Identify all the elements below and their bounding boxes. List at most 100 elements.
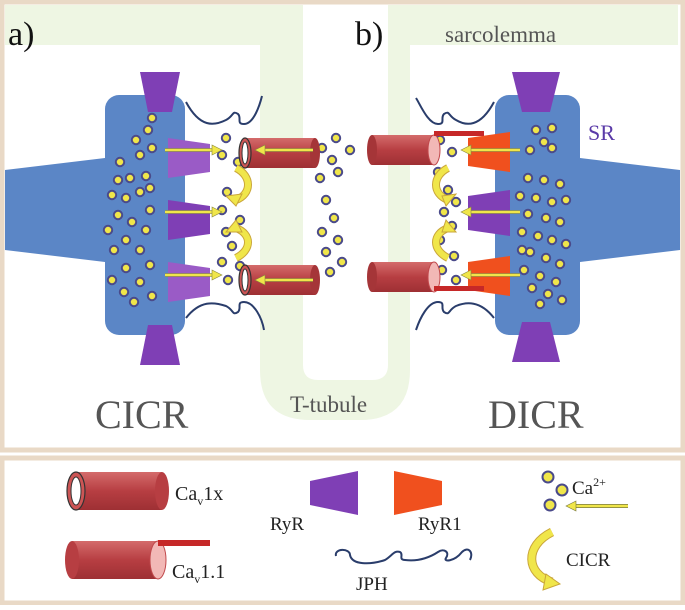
panel-label-b: b) [355,16,383,53]
cicr-label: CICR [95,392,189,437]
ca-flux-arrow-head [460,144,472,156]
ca-ion [344,144,356,156]
ca-ion [130,134,142,146]
ca-ion [216,256,228,268]
ca-ion [542,288,554,300]
ryr-channel [140,325,180,365]
ttubule-label: T-tubule [290,392,367,417]
legend-jph-icon [334,548,473,565]
cicr-curved-arrow-head [224,193,243,207]
ca-ion [320,246,332,258]
cicr-curved-arrow-head [224,219,243,233]
ca-ion [530,192,542,204]
cav-channel-end [427,261,441,293]
legend-ca-arrow-icon [565,500,628,512]
jph-protein [415,97,495,126]
ca-ion [332,234,344,246]
legend-ca-icon [541,470,569,512]
ca-ion [216,149,228,161]
ca-flux-arrow-head [211,269,223,281]
legend-ryr1-icon [394,471,442,515]
ca-ion [314,172,326,184]
ca-flux-arrow-head [254,274,266,286]
cav-channel-pore [241,141,249,165]
ca-ion [324,266,336,278]
ca-ion [534,298,546,310]
ca-ion [140,224,152,236]
ca-ion [546,196,558,208]
ca-flux-arrow-head [211,206,223,218]
ca-ion [336,256,348,268]
legend-cicr-arrow-icon [527,527,562,591]
ca-ion [534,270,546,282]
ca-ion [446,146,458,158]
cav-channel [245,138,315,168]
ca-ion [330,132,342,144]
ryr-channel [168,200,210,240]
ca-ion [546,122,558,134]
sarcolemma-label: sarcolemma [445,22,556,47]
cicr-curved-arrow-head [441,218,458,233]
ca-ion [522,172,534,184]
legend: Cav1x Cav1.1 RyR RyR1 JPH Ca2+ [65,470,628,595]
cav-channel-pore [241,268,249,292]
cav11-linker [434,131,484,136]
ryr-channel [512,72,560,112]
panel-label-a: a) [8,16,34,53]
legend-cav11-icon [65,540,210,580]
ca-ion [538,136,550,148]
ryr-channel [168,138,210,178]
ca-ion [514,190,526,202]
jph-protein [185,95,263,126]
legend-cav1x-label: Cav1x [175,483,223,508]
legend-ryr-label: RyR [270,514,304,535]
ca-ion [560,238,572,250]
cicr-curved-arrow-head [441,193,458,207]
ca-ion [118,286,130,298]
ca-ion [112,209,124,221]
cav11-linker [434,286,484,291]
sr-tubes [5,158,680,262]
ca-ion [448,250,460,262]
ca-ion [320,194,332,206]
legend-ca-label: Ca2+ [572,475,606,499]
ca-ion [326,154,338,166]
ca-ion [554,216,566,228]
cav-channel [372,262,434,292]
ca-ion [106,274,118,286]
ca-ion [102,224,114,236]
ca-ion [554,258,566,270]
ca-ion [126,216,138,228]
ca-ion [146,112,158,124]
ca-ion [128,296,140,308]
ca-ion [124,172,136,184]
ryr-channel [512,322,560,362]
ca-ion [546,234,558,246]
ca-ion [438,206,450,218]
ca-ion [516,226,528,238]
ca-ion [556,294,568,306]
ca-ion [106,189,118,201]
sr-label: SR [588,120,615,145]
ca-ion [220,132,232,144]
ca-ion [134,276,146,288]
ca-ion [560,194,572,206]
ca-flux-arrow-head [211,144,223,156]
ca-ion [532,230,544,242]
ca-ion [142,124,154,136]
ca-ion [146,142,158,154]
cav-channel-end [310,138,320,168]
ca-ion [546,142,558,154]
ryr-channel [140,72,180,112]
ca-ion [526,282,538,294]
dicr-label: DICR [488,392,584,437]
ca-ion [144,259,156,271]
ca-ion [144,204,156,216]
cav-channel-end [310,265,320,295]
ca-ion [134,186,146,198]
ca-ion [222,274,234,286]
ryr1-channel [468,132,510,172]
ca-ion [332,166,344,178]
